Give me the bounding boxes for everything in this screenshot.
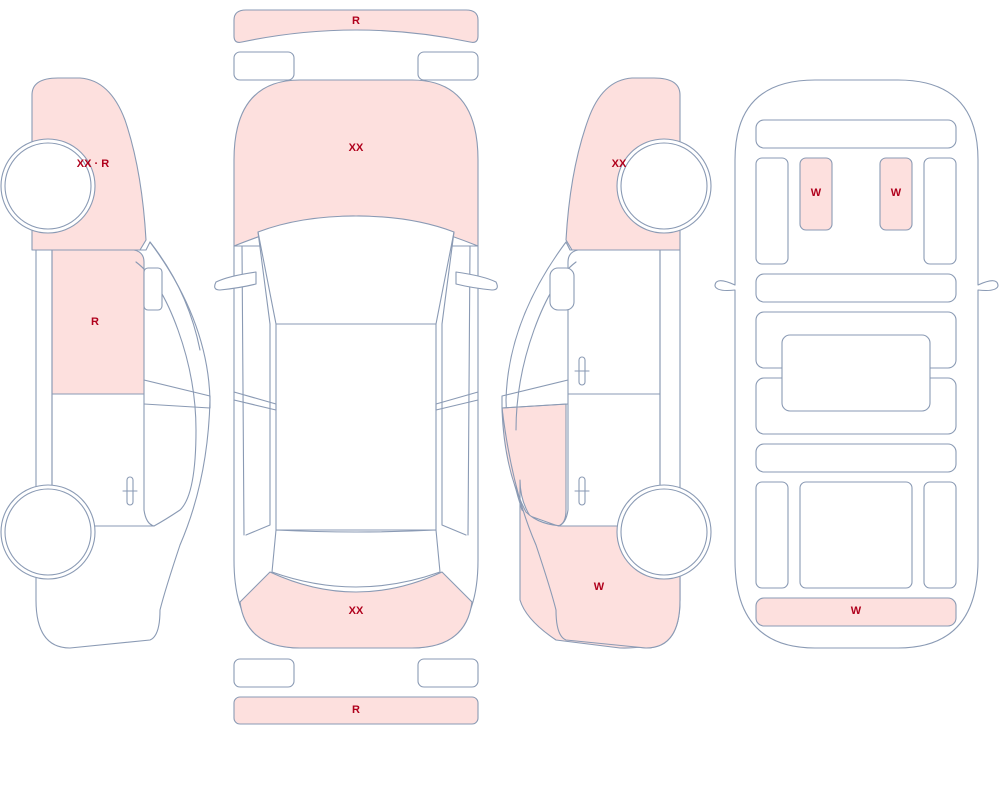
label-top-hood: XX bbox=[349, 142, 364, 154]
right-front-wheel-rim bbox=[620, 142, 708, 230]
interior-seat-left[interactable] bbox=[799, 157, 833, 231]
label-interior-seat-right: W bbox=[891, 187, 902, 199]
top-right-rail bbox=[467, 245, 471, 536]
label-top-trunk: XX bbox=[349, 605, 364, 617]
right-b-pillar bbox=[501, 379, 569, 409]
left-side-view bbox=[0, 77, 211, 649]
top-rear-bumper[interactable] bbox=[233, 696, 479, 725]
label-interior-seat-left: W bbox=[811, 187, 822, 199]
top-right-bpillar bbox=[435, 391, 479, 411]
right-rear-quarter-fill bbox=[501, 407, 681, 649]
top-left-mirror[interactable] bbox=[214, 271, 257, 291]
label-left-front-fender: XX · R bbox=[77, 158, 109, 170]
left-b-pillar bbox=[143, 379, 211, 409]
top-trunk[interactable] bbox=[239, 571, 473, 649]
interior-dashboard[interactable] bbox=[755, 119, 957, 149]
top-right-mirror[interactable] bbox=[455, 271, 498, 291]
left-window-frame bbox=[135, 261, 197, 527]
interior-seat-right[interactable] bbox=[879, 157, 913, 231]
right-mirror[interactable] bbox=[549, 267, 575, 311]
right-side-view bbox=[501, 77, 712, 649]
top-left-pillar bbox=[245, 231, 271, 536]
top-left-bpillar bbox=[233, 391, 277, 411]
top-windshield-frame bbox=[257, 215, 455, 325]
top-roof[interactable] bbox=[275, 323, 437, 531]
right-rear-wheel-rim bbox=[620, 488, 708, 576]
top-front-bumper[interactable] bbox=[233, 9, 479, 43]
label-right-rear-quarter: W bbox=[594, 581, 605, 593]
interior-rear-panel-top[interactable] bbox=[755, 443, 957, 473]
top-view bbox=[214, 9, 498, 725]
right-front-door[interactable] bbox=[567, 249, 661, 395]
label-interior-rear-panel: W bbox=[851, 605, 862, 617]
left-mirror[interactable] bbox=[143, 267, 163, 311]
interior-front-panel[interactable] bbox=[755, 273, 957, 303]
left-a-pillar bbox=[149, 241, 201, 351]
top-rear-window bbox=[271, 529, 441, 588]
label-top-front-bumper: R bbox=[352, 15, 360, 27]
interior-front-door-left[interactable] bbox=[755, 157, 789, 265]
interior-view bbox=[714, 79, 999, 649]
interior-rear-door-right[interactable] bbox=[923, 481, 957, 589]
top-rear-light-left[interactable] bbox=[233, 658, 295, 688]
left-front-wheel-rim bbox=[4, 142, 92, 230]
top-right-pillar bbox=[441, 231, 467, 536]
label-left-front-door: R bbox=[91, 316, 99, 328]
top-front-light-right[interactable] bbox=[417, 51, 479, 81]
interior-center-console[interactable] bbox=[781, 334, 931, 412]
label-right-front-fender: XX bbox=[612, 158, 627, 170]
top-rear-light-right[interactable] bbox=[417, 658, 479, 688]
damage-labels: R XX XX R XX · R R XX W W W W bbox=[77, 15, 902, 716]
interior-front-door-right[interactable] bbox=[923, 157, 957, 265]
left-front-door[interactable] bbox=[51, 249, 145, 395]
top-front-light-left[interactable] bbox=[233, 51, 295, 81]
interior-rear-seat[interactable] bbox=[799, 481, 913, 589]
top-left-rail bbox=[241, 245, 245, 536]
interior-rear-door-left[interactable] bbox=[755, 481, 789, 589]
interior-rear-panel[interactable] bbox=[755, 597, 957, 627]
label-top-rear-bumper: R bbox=[352, 704, 360, 716]
left-rear-wheel-rim bbox=[4, 488, 92, 576]
